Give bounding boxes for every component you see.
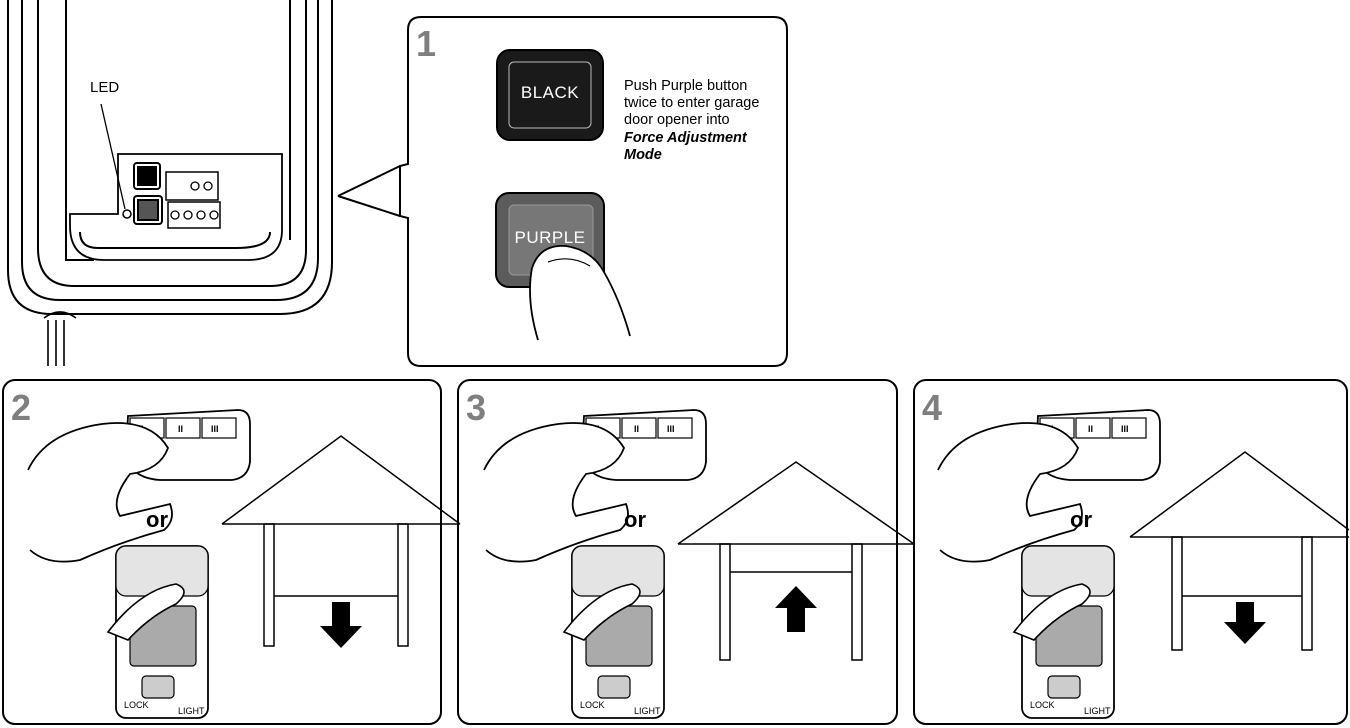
step2-down-arrow-icon bbox=[320, 602, 362, 648]
step2-light-label: LIGHT bbox=[178, 706, 205, 716]
instruction-line1: Push Purple button bbox=[624, 78, 747, 94]
step3-light-label: LIGHT bbox=[634, 706, 661, 716]
instruction-line2: twice to enter garage bbox=[624, 95, 759, 111]
garage-door-opener-unit bbox=[8, 0, 400, 366]
black-button[interactable]: BLACK bbox=[497, 50, 603, 140]
instruction-emphasis-line1: Force Adjustment bbox=[624, 130, 748, 146]
step2-number: 2 bbox=[11, 387, 31, 428]
step2-hand-icon bbox=[28, 423, 172, 562]
svg-text:II: II bbox=[1088, 424, 1093, 434]
step3-or-label: or bbox=[624, 507, 646, 532]
step2-lock-label: LOCK bbox=[124, 700, 149, 710]
led-label: LED bbox=[90, 79, 119, 96]
step3-number: 3 bbox=[466, 387, 486, 428]
svg-text:III: III bbox=[1121, 424, 1129, 434]
step4-down-arrow-icon bbox=[1224, 602, 1266, 644]
step4-number: 4 bbox=[922, 387, 942, 428]
step3-lock-label: LOCK bbox=[580, 700, 605, 710]
step4-hand-icon bbox=[938, 423, 1082, 562]
step4-or-label: or bbox=[1070, 507, 1092, 532]
step3-hand-icon bbox=[484, 423, 628, 562]
svg-text:II: II bbox=[178, 424, 183, 434]
instruction-line3: door opener into bbox=[624, 112, 730, 128]
step2-or-label: or bbox=[146, 507, 168, 532]
purple-button-label: PURPLE bbox=[514, 228, 585, 247]
svg-text:III: III bbox=[667, 424, 675, 434]
svg-text:II: II bbox=[634, 424, 639, 434]
step3-up-arrow-icon bbox=[775, 586, 817, 632]
instruction-emphasis-line2: Mode bbox=[624, 147, 662, 163]
step4-lock-label: LOCK bbox=[1030, 700, 1055, 710]
black-button-label: BLACK bbox=[521, 83, 579, 102]
svg-text:III: III bbox=[211, 424, 219, 434]
step4-light-label: LIGHT bbox=[1084, 706, 1111, 716]
step1-number: 1 bbox=[416, 23, 436, 64]
